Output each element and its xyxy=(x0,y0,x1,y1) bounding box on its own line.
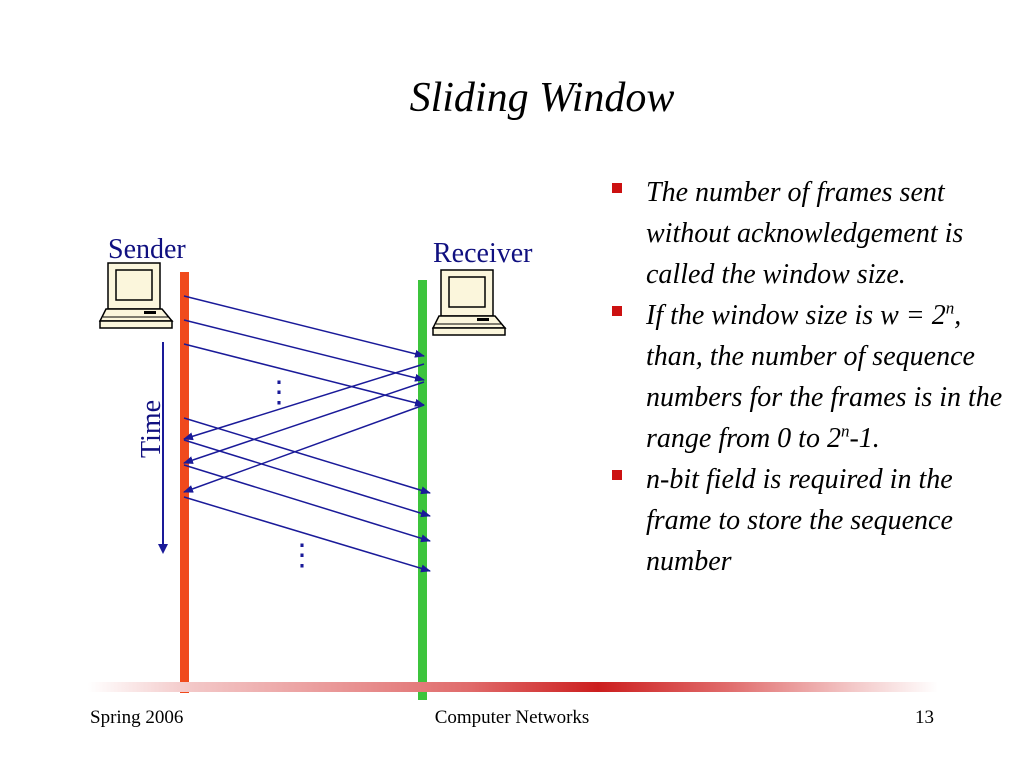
ack-arrow xyxy=(183,404,425,493)
bullet-text: n-bit field is required in the frame to … xyxy=(646,464,953,577)
bullet-item: n-bit field is required in the frame to … xyxy=(604,459,1004,582)
ellipsis-marker: ⋮ xyxy=(287,539,317,572)
frame-arrow xyxy=(183,319,425,382)
bullet-list: The number of frames sent without acknow… xyxy=(604,172,1004,582)
slide-number: 13 xyxy=(915,707,934,728)
frame-arrow xyxy=(183,439,431,518)
bullet-item: The number of frames sent without acknow… xyxy=(604,172,1004,295)
footer-date: Spring 2006 xyxy=(90,707,184,728)
ack-arrow xyxy=(183,363,425,441)
footer-divider xyxy=(88,682,938,692)
sender-timeline xyxy=(180,272,189,693)
frame-arrow xyxy=(183,295,425,358)
square-bullet-icon xyxy=(612,306,622,316)
bullet-text: -1. xyxy=(849,423,880,454)
bullet-item: If the window size is w = 2n, than, the … xyxy=(604,295,1004,459)
ack-arrow xyxy=(183,381,425,464)
footer-course: Computer Networks xyxy=(434,707,590,728)
sliding-window-diagram: Sender Receiver Time ⋮ ⋮ xyxy=(98,234,533,700)
bullet-text: The number of frames sent without acknow… xyxy=(646,177,964,290)
square-bullet-icon xyxy=(612,183,622,193)
sender-label: Sender xyxy=(108,234,186,265)
frame-arrow xyxy=(183,496,431,573)
bullet-text: , than, the number of sequence numbers f… xyxy=(646,300,1003,454)
frame-arrow xyxy=(183,417,431,495)
computer-icon xyxy=(98,262,174,329)
time-label: Time xyxy=(136,400,167,458)
superscript: n xyxy=(840,421,850,441)
frame-arrow xyxy=(183,464,431,543)
receiver-label: Receiver xyxy=(433,238,533,269)
slide-title: Sliding Window xyxy=(409,75,675,121)
square-bullet-icon xyxy=(612,470,622,480)
superscript: n xyxy=(945,298,955,318)
ellipsis-marker: ⋮ xyxy=(264,376,294,409)
computer-icon xyxy=(431,269,507,336)
bullet-text: If the window size is w = 2 xyxy=(646,300,946,331)
